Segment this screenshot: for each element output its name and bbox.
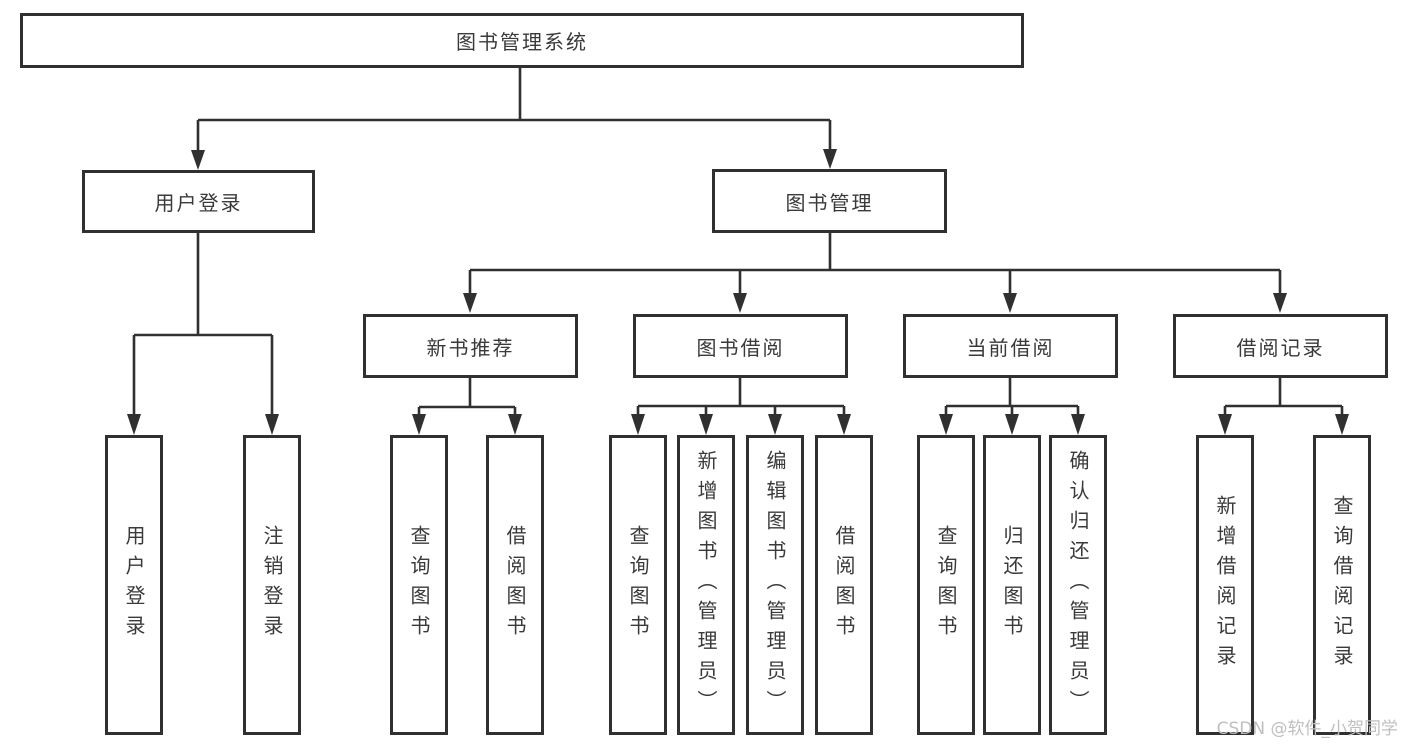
leaf-query-borrow-record: 查询借阅记录 (1313, 435, 1371, 735)
node-book-borrow: 图书借阅 (633, 314, 848, 378)
node-current-borrow: 当前借阅 (903, 314, 1118, 378)
leaf-borrow-books: 借阅图书 (815, 435, 873, 735)
leaf-add-borrow-record: 新增借阅记录 (1196, 435, 1254, 735)
csdn-watermark: CSDN @软件_小贺同学 (1216, 719, 1398, 739)
leaf-borrow-books-recommend: 借阅图书 (486, 435, 544, 735)
node-root: 图书管理系统 (20, 13, 1024, 68)
leaf-add-books-admin: 新增图书（管理员） (677, 435, 735, 735)
node-book-management: 图书管理 (712, 169, 947, 233)
leaf-query-books-borrow: 查询图书 (609, 435, 667, 735)
leaf-edit-books-admin: 编辑图书（管理员） (746, 435, 804, 735)
leaf-confirm-return-admin: 确认归还（管理员） (1049, 435, 1107, 735)
leaf-return-books: 归还图书 (983, 435, 1041, 735)
node-new-book-recommend: 新书推荐 (363, 314, 578, 378)
node-user-login: 用户登录 (82, 170, 315, 233)
leaf-query-books-current: 查询图书 (917, 435, 975, 735)
leaf-user-login: 用户登录 (105, 435, 163, 735)
leaf-logout: 注销登录 (243, 435, 301, 735)
leaf-query-books-recommend: 查询图书 (390, 435, 448, 735)
node-borrow-records: 借阅记录 (1173, 314, 1388, 378)
